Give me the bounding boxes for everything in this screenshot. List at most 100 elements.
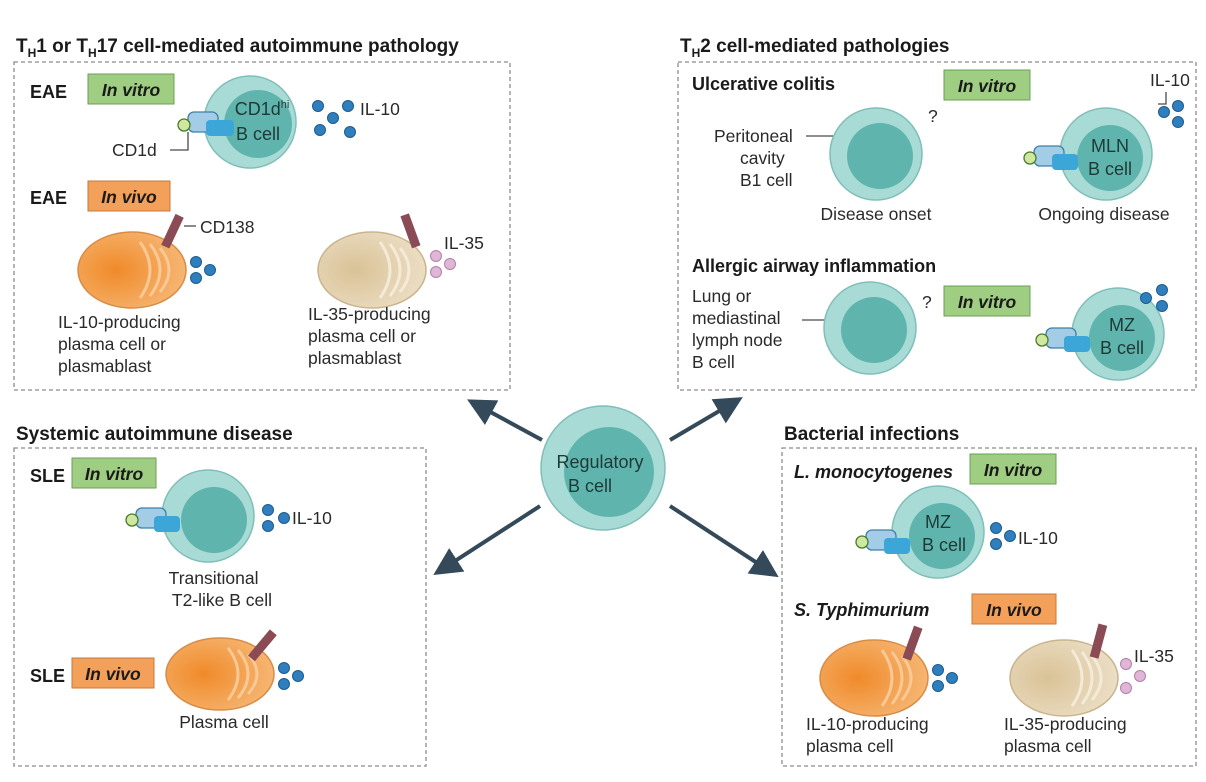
il10-plasma-cell — [819, 625, 929, 717]
arrow-to-th2 — [668, 397, 743, 442]
il10-label: IL-10 — [360, 99, 400, 119]
unknown-question: ? — [922, 292, 932, 312]
in-vitro-badge: In vitro — [969, 453, 1057, 485]
il35-plasma-cell — [317, 213, 427, 309]
listeria-label: L. monocytogenes — [794, 462, 953, 482]
il35-dots-icon — [430, 250, 456, 278]
svg-text:MLN: MLN — [1091, 136, 1129, 156]
sle-invivo-label: SLE — [30, 666, 65, 686]
in-vivo-badge: In vivo — [971, 593, 1057, 625]
il10-plasma-cell — [77, 213, 187, 309]
il10-plasma-label: IL-10-producing plasma cell — [806, 714, 933, 756]
in-vitro-badge: In vitro — [943, 285, 1031, 317]
cd1d-label: CD1d — [112, 140, 157, 160]
svg-text:In vivo: In vivo — [85, 664, 141, 684]
svg-text:MZ: MZ — [1109, 315, 1135, 335]
allergic-airway-label: Allergic airway inflammation — [692, 256, 936, 276]
lung-label: Lung or mediastinal lymph node B cell — [692, 286, 787, 372]
panel-border — [13, 447, 427, 767]
center-regulatory-b-cell: Regulatory B cell — [540, 405, 666, 531]
svg-text:B cell: B cell — [568, 476, 612, 496]
il35-plasma-label: IL-35-producing plasma cell — [1004, 714, 1131, 756]
in-vitro-badge: In vitro — [943, 69, 1031, 101]
plasma-cell — [165, 629, 277, 711]
salmonella-label: S. Typhimurium — [794, 600, 929, 620]
svg-text:MZ: MZ — [925, 512, 951, 532]
ulcerative-colitis-label: Ulcerative colitis — [692, 74, 835, 94]
svg-text:In vivo: In vivo — [986, 600, 1042, 620]
disease-onset-label: Disease onset — [821, 204, 932, 224]
transitional-label: Transitional T2-like B cell — [169, 568, 272, 610]
svg-text:In vitro: In vitro — [984, 460, 1043, 480]
il10-dots-icon — [312, 100, 356, 138]
il10-label: IL-10 — [1150, 70, 1190, 90]
cd138-receptor-icon — [400, 213, 421, 249]
svg-text:Regulatory: Regulatory — [556, 452, 643, 472]
il10-dots-icon — [278, 662, 304, 690]
peritoneal-b1-cell — [829, 107, 923, 201]
il35-label: IL-35 — [444, 233, 484, 253]
svg-text:B cell: B cell — [1100, 338, 1144, 358]
receptor-icon — [855, 529, 910, 554]
plasma-cell-label: Plasma cell — [179, 712, 268, 732]
il35-plasma-label: IL-35-producing plasma cell or plasmabla… — [308, 304, 435, 368]
svg-text:In vitro: In vitro — [958, 292, 1017, 312]
cd138-receptor-icon — [902, 625, 923, 661]
panel-border — [13, 61, 511, 391]
transitional-b-cell — [161, 469, 255, 563]
receptor-icon — [1035, 327, 1090, 352]
panel-border — [677, 61, 1197, 391]
arrows — [433, 397, 779, 578]
in-vitro-badge: In vitro — [71, 457, 157, 489]
eae-label: EAE — [30, 82, 67, 102]
cd1d-hi-b-cell: CD1dhi B cell — [203, 75, 297, 169]
svg-text:In vivo: In vivo — [101, 187, 157, 207]
ongoing-disease-label: Ongoing disease — [1038, 204, 1169, 224]
il10-leader-line — [1158, 92, 1167, 105]
svg-text:B cell: B cell — [1088, 159, 1132, 179]
panel-systemic: Systemic autoimmune disease SLE In vitro… — [13, 424, 427, 767]
il10-dots-icon — [190, 256, 216, 284]
mz-b-cell: MZ B cell — [1071, 287, 1165, 381]
il10-dots-icon — [990, 522, 1016, 550]
cd138-label: CD138 — [200, 217, 254, 237]
il10-dots-icon — [1158, 100, 1184, 128]
receptor-icon — [1023, 145, 1078, 170]
svg-text:CD1dhi: CD1dhi — [235, 99, 290, 119]
il35-dots-icon — [1120, 658, 1146, 694]
eae-invivo-label: EAE — [30, 188, 67, 208]
lung-b-cell — [823, 281, 917, 375]
mln-b-cell: MLN B cell — [1059, 107, 1153, 201]
il10-label: IL-10 — [1018, 528, 1058, 548]
receptor-icon — [125, 507, 180, 532]
cd1d-receptor-icon — [177, 111, 234, 136]
panel-title-systemic: Systemic autoimmune disease — [16, 424, 293, 445]
il35-label: IL-35 — [1134, 646, 1174, 666]
panel-border — [781, 447, 1197, 767]
panel-bacterial: Bacterial infections L. monocytogenes In… — [781, 424, 1197, 767]
in-vitro-badge: In vitro — [87, 73, 175, 105]
panel-th2: TH2 cell-mediated pathologies Ulcerative… — [677, 36, 1197, 391]
il10-dots-icon — [1140, 284, 1168, 312]
cd1d-leader-line — [170, 132, 189, 151]
svg-text:B cell: B cell — [236, 124, 280, 144]
cd138-receptor-icon — [161, 213, 184, 249]
cd138-receptor-icon — [248, 629, 277, 662]
mz-b-cell: MZ B cell — [891, 485, 985, 579]
il10-label: IL-10 — [292, 508, 332, 528]
svg-text:In vitro: In vitro — [102, 80, 161, 100]
in-vivo-badge: In vivo — [87, 180, 171, 212]
svg-text:In vitro: In vitro — [85, 464, 144, 484]
arrow-to-bacterial — [668, 504, 779, 578]
panel-th1-th17: TH1 or TH17 cell-mediated autoimmune pat… — [13, 36, 511, 391]
cd138-receptor-icon — [1089, 623, 1108, 659]
svg-text:B cell: B cell — [922, 535, 966, 555]
panel-title-th1-th17: TH1 or TH17 cell-mediated autoimmune pat… — [16, 36, 459, 60]
il10-dots-icon — [262, 504, 290, 532]
arrow-to-th1 — [467, 399, 543, 442]
sle-invitro-label: SLE — [30, 466, 65, 486]
panel-title-bacterial: Bacterial infections — [784, 424, 959, 445]
il35-plasma-cell — [1009, 623, 1119, 717]
